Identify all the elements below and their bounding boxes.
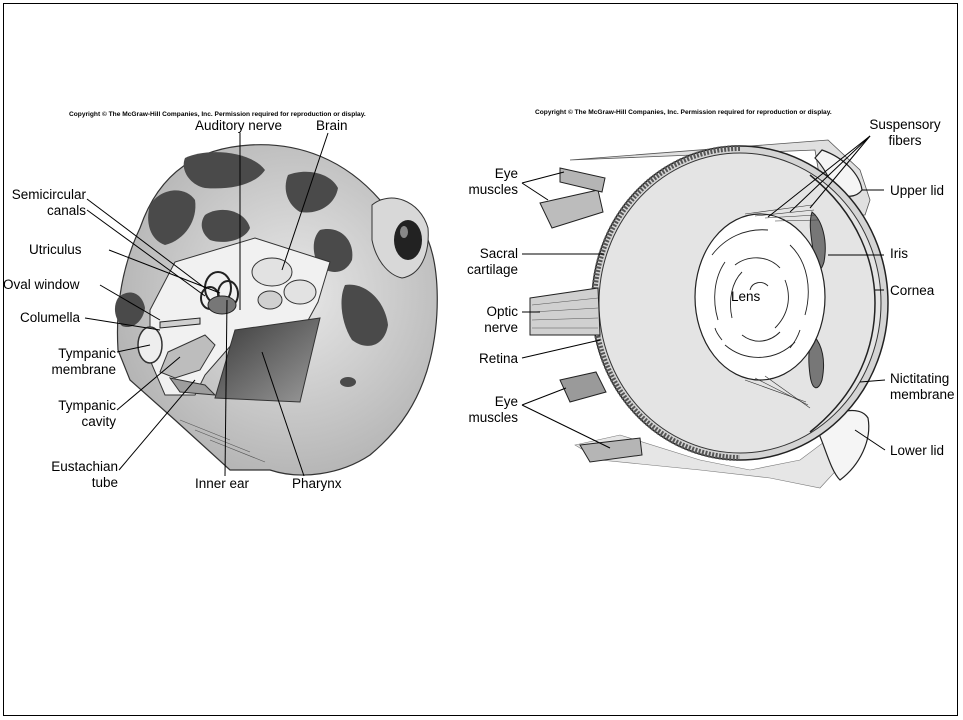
label-lower-lid: Lower lid (890, 443, 944, 459)
frog-head-drawing (115, 145, 437, 475)
label-eye-muscles-bottom: Eye muscles (440, 394, 518, 426)
label-sacral-cartilage: Sacral cartilage (430, 246, 518, 278)
label-eustachian-tube: Eustachian tube (10, 459, 118, 491)
label-iris: Iris (890, 246, 908, 262)
label-inner-ear: Inner ear (195, 476, 249, 492)
label-cornea: Cornea (890, 283, 934, 299)
label-tympanic-cavity: Tympanic cavity (10, 398, 116, 430)
label-suspensory-fibers: Suspensory fibers (855, 117, 955, 149)
label-optic-nerve: Optic nerve (440, 304, 518, 336)
eye-drawing (530, 140, 888, 488)
label-auditory-nerve: Auditory nerve (195, 118, 282, 134)
label-nictitating-membrane: Nictitating membrane (890, 371, 955, 403)
label-utriculus: Utriculus (29, 242, 82, 258)
label-semicircular-canals: Semicircular canals (2, 187, 86, 219)
label-pharynx: Pharynx (292, 476, 342, 492)
label-eye-muscles-top: Eye muscles (440, 166, 518, 198)
label-brain: Brain (316, 118, 348, 134)
label-retina: Retina (440, 351, 518, 367)
label-columella: Columella (20, 310, 80, 326)
copyright-left: Copyright © The McGraw-Hill Companies, I… (69, 111, 366, 118)
label-lens: Lens (731, 289, 760, 305)
copyright-right: Copyright © The McGraw-Hill Companies, I… (535, 109, 832, 116)
label-upper-lid: Upper lid (890, 183, 944, 199)
label-tympanic-membrane: Tympanic membrane (10, 346, 116, 378)
label-oval-window: Oval window (3, 277, 80, 293)
